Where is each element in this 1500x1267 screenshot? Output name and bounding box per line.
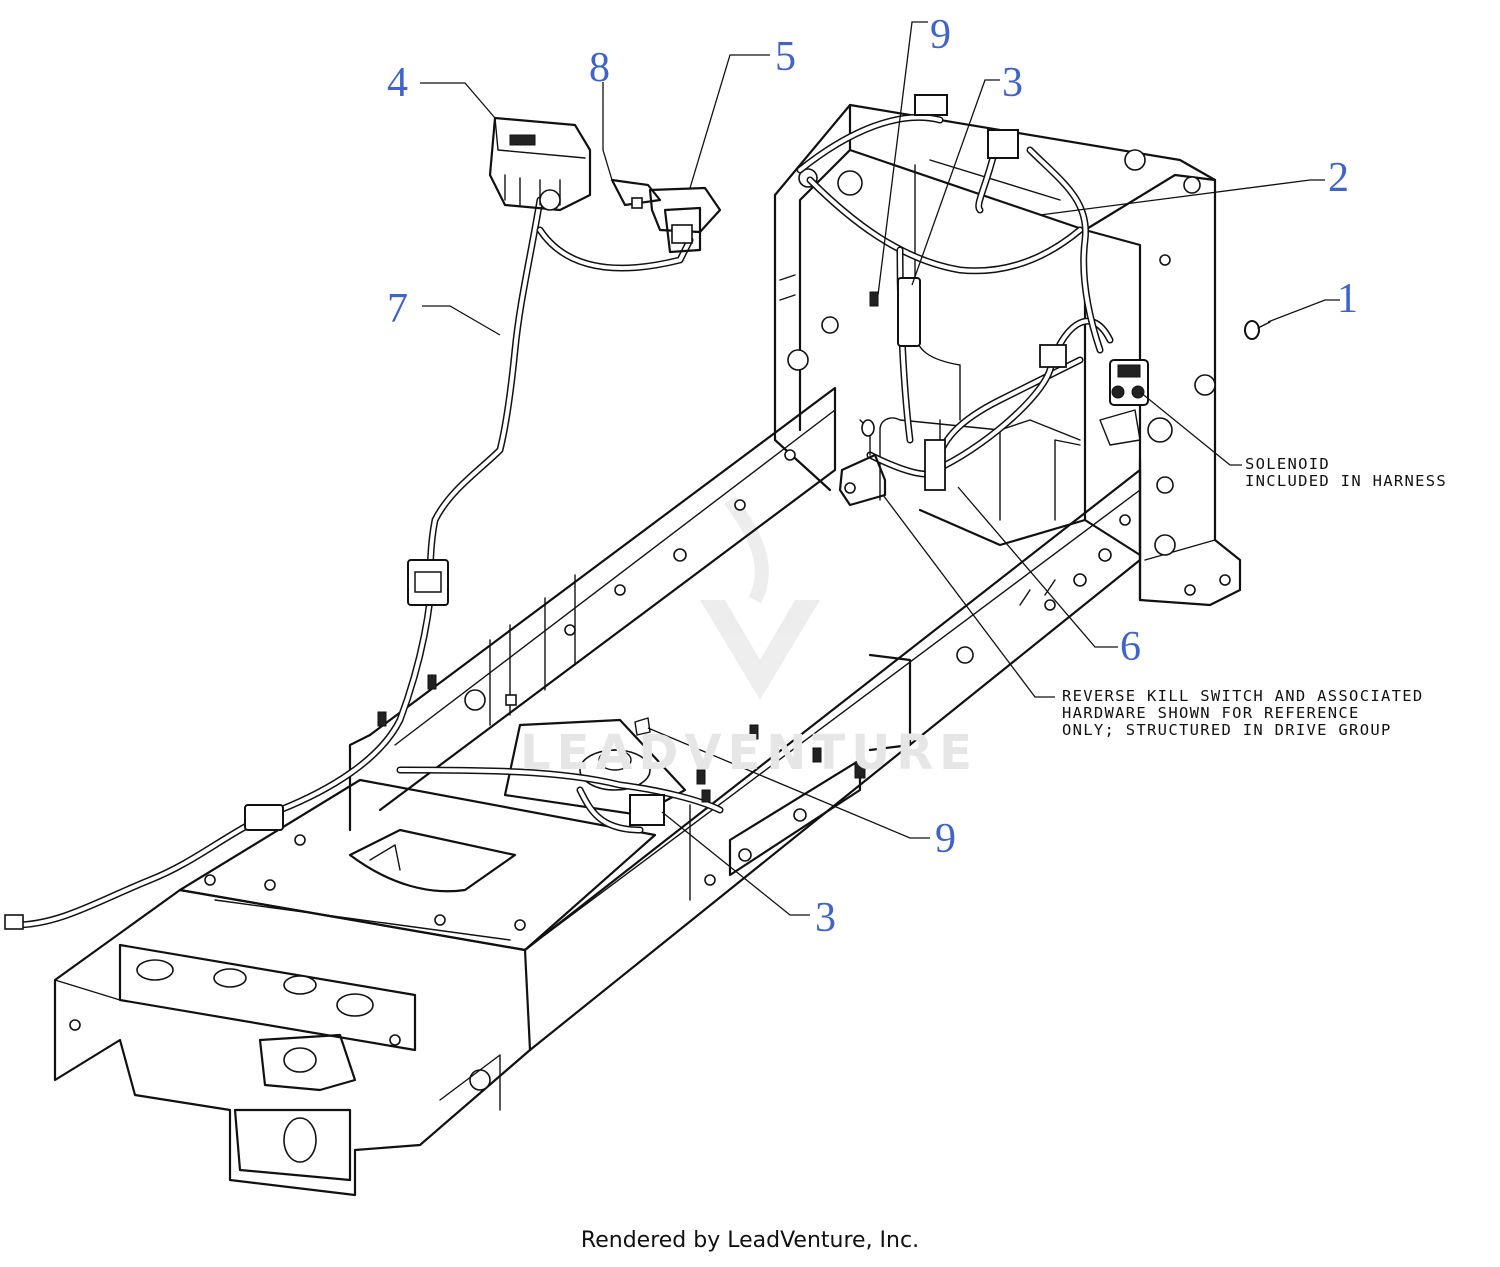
callout-7: 7: [387, 286, 408, 332]
rear-frame-upright: [773, 103, 1242, 607]
callout-1: 1: [1337, 276, 1358, 322]
callout-4: 4: [387, 60, 408, 106]
light-switch: [648, 186, 722, 254]
leader-6: [957, 486, 1118, 648]
leader-3-top: [911, 79, 1000, 286]
right-side-rail: [523, 468, 1142, 1052]
callout-5: 5: [775, 34, 796, 80]
callout-3-top: 3: [1002, 60, 1023, 106]
reverse-kill-note: REVERSE KILL SWITCH AND ASSOCIATED HARDW…: [1062, 687, 1424, 739]
harness-connector-front: [244, 804, 284, 831]
front-switch: [629, 794, 665, 826]
callout-3-bottom: 3: [815, 895, 836, 941]
key-bracket: [610, 178, 662, 209]
leader-3-bottom: [661, 811, 810, 916]
callout-6: 6: [1120, 624, 1141, 670]
left-side-rail: [348, 386, 837, 832]
leader-solenoid: [1139, 391, 1242, 466]
leader-8: [602, 82, 613, 181]
leader-reverse-kill: [882, 494, 1055, 698]
fasteners: [377, 291, 879, 803]
leader-lines: [420, 21, 1340, 916]
front-bumper-hitch: [53, 888, 532, 1197]
leader-5: [689, 54, 770, 189]
callout-9-bottom: 9: [935, 816, 956, 862]
rendered-by-footer: Rendered by LeadVenture, Inc.: [580, 1228, 920, 1253]
leader-1: [1267, 299, 1340, 323]
callout-2: 2: [1328, 155, 1349, 201]
callout-9-top: 9: [930, 12, 951, 58]
seat-switch-connector: [897, 277, 921, 347]
harness-connector: [407, 559, 449, 606]
leader-7: [422, 305, 501, 336]
rear-connector: [987, 129, 1019, 159]
solenoid: [1099, 359, 1149, 446]
leader-4: [420, 82, 496, 119]
callout-8: 8: [589, 45, 610, 91]
harness-plug-rear: [1039, 344, 1067, 368]
reverse-kill-switch: [838, 419, 887, 507]
solenoid-note: SOLENOID INCLUDED IN HARNESS: [1245, 455, 1448, 490]
top-connector: [914, 94, 948, 116]
watermark-logo: [700, 495, 820, 700]
leader-9-bottom: [647, 727, 930, 839]
leader-2: [1039, 179, 1325, 216]
leader-9-top: [877, 21, 928, 296]
bolt-part: [1244, 320, 1271, 340]
harness-clip: [924, 439, 946, 491]
ignition-switch: [488, 116, 592, 212]
watermark-text: LEADVENTURE: [520, 725, 978, 781]
wiring-harness: [4, 94, 1114, 930]
harness-end-plug: [4, 914, 24, 930]
